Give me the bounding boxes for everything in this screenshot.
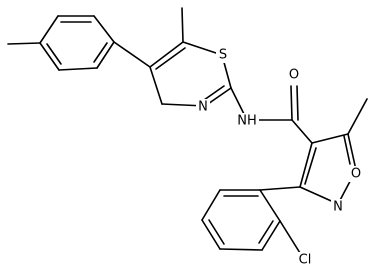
- bond: [219, 248, 263, 251]
- bond: [113, 41, 151, 68]
- bond: [290, 85, 293, 121]
- bond: [291, 119, 313, 144]
- bond: [311, 133, 349, 144]
- bond: [347, 98, 368, 135]
- bond: [46, 43, 62, 65]
- bond: [299, 142, 313, 188]
- bond: [181, 7, 184, 43]
- bond: [279, 220, 301, 254]
- atom-labels: S N NH O O N Cl: [196, 47, 363, 268]
- isoxazole-nitrogen-label: N: [333, 200, 343, 215]
- bond: [149, 66, 163, 105]
- bond: [182, 41, 223, 56]
- bond: [258, 220, 274, 244]
- bond: [7, 42, 41, 45]
- carbonyl-oxygen-label: O: [289, 68, 299, 83]
- bond: [261, 220, 281, 251]
- bond: [96, 41, 115, 69]
- bond: [208, 219, 225, 245]
- chlorine-label: Cl: [299, 253, 312, 268]
- bond: [93, 42, 108, 63]
- amide-nh-label: NH: [237, 114, 257, 129]
- bond: [39, 42, 60, 71]
- bond: [201, 189, 221, 221]
- sulfur-label: S: [219, 48, 227, 63]
- bond: [39, 15, 59, 44]
- isoxazole-ring: [299, 98, 368, 205]
- chlorophenyl-ring: [201, 186, 301, 254]
- bond: [201, 219, 221, 250]
- bond: [149, 41, 184, 68]
- bond: [304, 147, 317, 185]
- bond: [203, 85, 225, 101]
- bond: [259, 189, 281, 222]
- bond: [259, 186, 301, 191]
- isoxazole-oxygen-label: O: [351, 167, 361, 182]
- bond: [58, 67, 98, 71]
- bond: [296, 85, 299, 121]
- thiazole-ring: [113, 7, 232, 107]
- bond: [343, 135, 351, 165]
- thiazole-nitrogen-label: N: [198, 100, 208, 115]
- bond: [155, 47, 186, 70]
- bond: [93, 15, 115, 43]
- tolyl-ring: [7, 15, 115, 71]
- bond: [347, 133, 357, 171]
